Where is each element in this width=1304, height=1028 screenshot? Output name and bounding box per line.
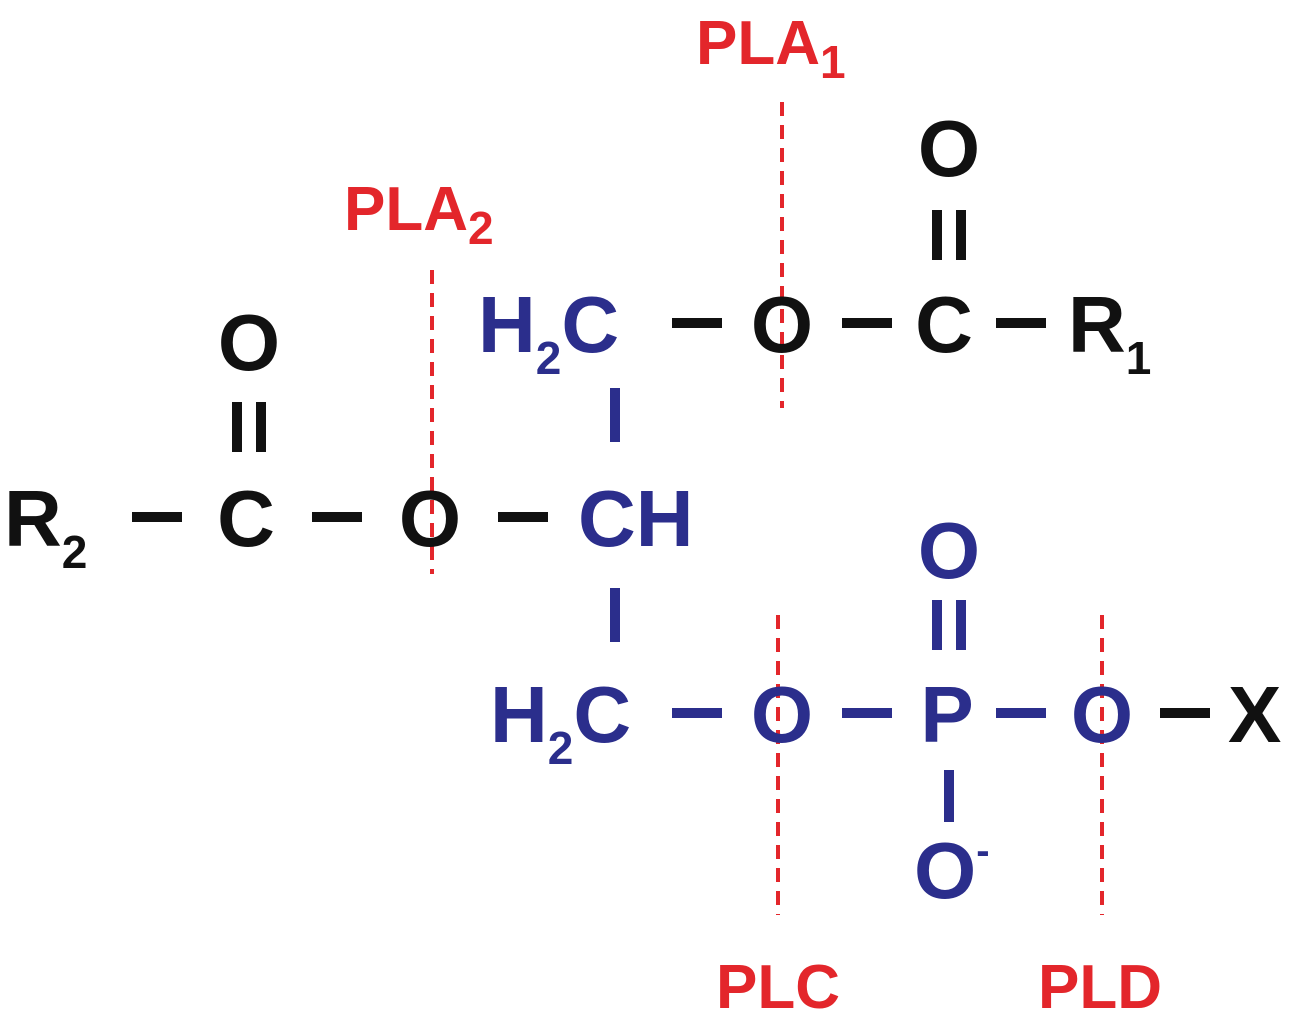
sn2-ch: CH bbox=[578, 474, 694, 563]
sn1-acyl-group: O C O R1 bbox=[751, 104, 1151, 384]
sn1-ester-oxygen: O bbox=[751, 280, 813, 369]
headgroup-x: X bbox=[1228, 670, 1281, 759]
sn2-acyl-group: O C O R2 bbox=[4, 298, 461, 578]
sn2-ester-oxygen: O bbox=[399, 474, 461, 563]
pla2-label: PLA2 bbox=[344, 175, 494, 254]
enzyme-labels: PLA1 PLA2 PLC PLD bbox=[344, 9, 1162, 1022]
phosphate-ester-oxygen: O bbox=[1071, 670, 1133, 759]
cleavage-lines bbox=[430, 102, 1104, 915]
r1-group: R1 bbox=[1068, 280, 1151, 384]
sn1-carbonyl-oxygen: O bbox=[918, 104, 980, 193]
sn3-ch2: H2C bbox=[490, 670, 631, 774]
sn1-ch2: H2C bbox=[478, 280, 619, 384]
pld-label: PLD bbox=[1038, 953, 1162, 1022]
plc-label: PLC bbox=[716, 953, 840, 1022]
r2-group: R2 bbox=[4, 474, 87, 578]
sn2-carbonyl-carbon: C bbox=[217, 474, 275, 563]
sn1-carbonyl-carbon: C bbox=[915, 280, 973, 369]
glycerol-phosphate-group: H2C CH H2C O P O O- O bbox=[478, 280, 1133, 915]
phosphate-bridging-oxygen: O bbox=[751, 670, 813, 759]
phosphate-anionic-oxygen: O- bbox=[914, 826, 990, 915]
pla1-label: PLA1 bbox=[696, 9, 846, 88]
phosphate-double-oxygen: O bbox=[918, 506, 980, 595]
bonds bbox=[132, 210, 1210, 822]
phosphorus-atom: P bbox=[920, 670, 973, 759]
sn2-carbonyl-oxygen: O bbox=[218, 298, 280, 387]
